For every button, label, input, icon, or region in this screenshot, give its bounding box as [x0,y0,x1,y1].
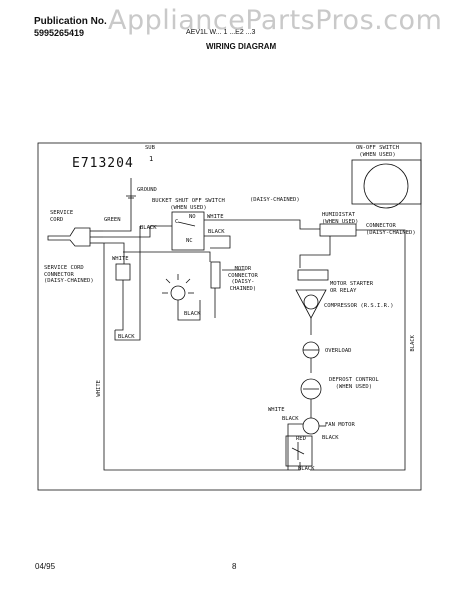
humidistat-box [319,223,357,237]
motor-starter-label: MOTOR STARTER OR RELAY [330,281,374,294]
white-vertical-label: WHITE [96,380,102,397]
black-label-3: BLACK [184,311,201,317]
diagram-border [37,142,422,491]
service-cord-connector [115,263,131,281]
black-label-6: BLACK [298,466,315,472]
white-label-2: WHITE [112,256,129,262]
defrost-control-label: DEFROST CONTROL (WHEN USED) [329,377,379,390]
publication-number: 5995265419 [34,28,85,38]
service-cord-label: SERVICE CORD [50,210,74,223]
compressor-label: COMPRESSOR (R.S.I.R.) [324,303,394,309]
overload-label: OVERLOAD [325,348,352,354]
black-label-2: BLACK [208,229,225,235]
watermark: AppliancePartsPros.com [108,5,443,36]
switch-c-label: C [175,219,179,225]
page-title: WIRING DIAGRAM [206,42,277,51]
black-label-4: BLACK [118,334,135,340]
footer-date: 04/95 [35,562,56,571]
daisy-chained-label-1: (DAISY-CHAINED) [250,197,300,203]
switch-nc-label: NC [186,238,193,244]
footer-page: 8 [232,562,237,571]
onoff-switch-box [351,159,422,205]
sub-label: SUB [145,145,155,151]
lamp-symbol [170,285,186,301]
bucket-switch-label: BUCKET SHUT OFF SWITCH (WHEN USED) [152,198,225,211]
black-label-5: BLACK [282,416,299,422]
fan-motor-symbol [302,417,320,435]
onoff-switch-label: ON-OFF SWITCH (WHEN USED) [356,145,400,158]
black-small-label: BLACK [322,435,339,441]
compressor-symbol [295,289,327,319]
ground-label: GROUND [137,187,157,193]
motor-connector-label: MOTOR CONNECTOR (DAISY- CHAINED) [228,266,258,292]
black-vertical-label: BLACK [410,335,416,352]
white-label-1: WHITE [207,214,224,220]
service-cord-connector-label: SERVICE CORD CONNECTOR (DAISY-CHAINED) [44,265,94,284]
onoff-switch-dial [363,163,409,209]
bucket-switch-box [171,211,205,251]
switch-no-label: NO [189,214,196,220]
publication-label: Publication No. [34,16,107,27]
black-label-1: BLACK [140,225,157,231]
connector-label: CONNECTOR (DAISY-CHAINED) [366,223,416,236]
humidistat-label: HUMIDISTAT (WHEN USED) [322,212,359,225]
fan-motor-label: FAN MOTOR [325,422,355,428]
red-label: RED [296,436,306,442]
sub-number: 1 [149,155,154,163]
green-label: GREEN [104,217,121,223]
diagram-code: E713204 [72,156,134,171]
white-small-label: WHITE [268,407,285,413]
motor-connector [210,261,221,289]
model-line: AEV1L W... 1 ...E2 ...3 [186,29,256,36]
